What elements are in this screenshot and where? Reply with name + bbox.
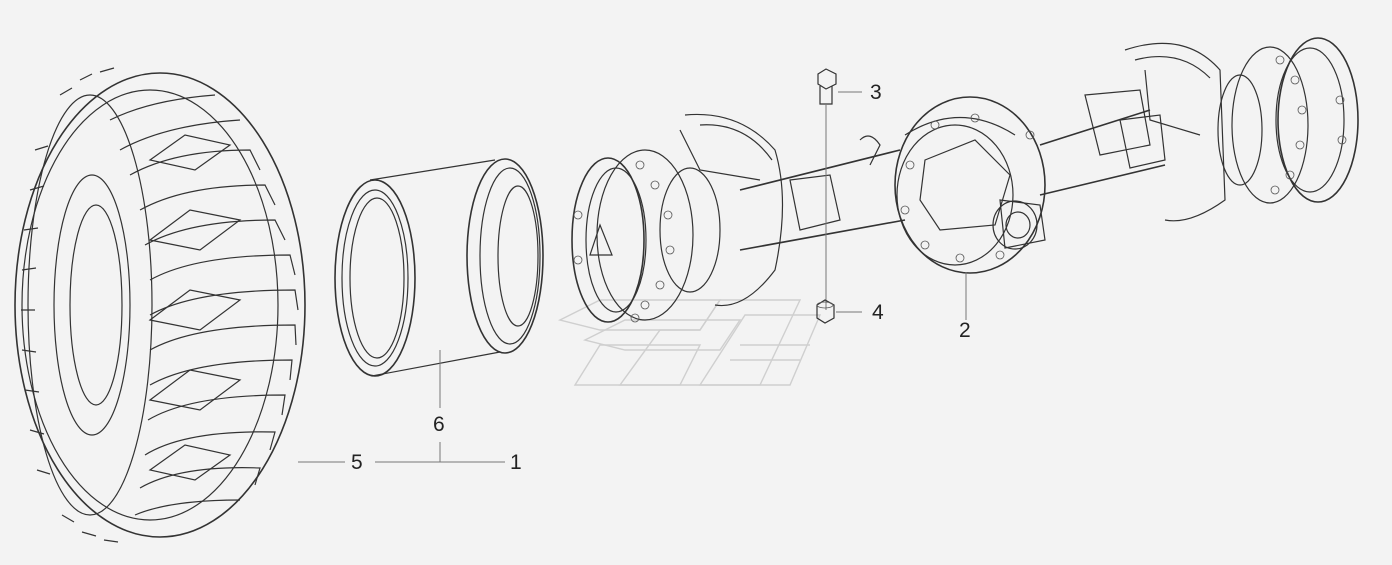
bolt-icon: [817, 68, 862, 310]
callout-3: 3: [870, 81, 882, 104]
tire-icon: [14, 67, 306, 543]
callout-2: 2: [959, 319, 971, 342]
nut-icon: [816, 299, 862, 324]
wheel-rim-icon: [334, 158, 544, 377]
drive-axle-icon: [571, 37, 1359, 323]
callout-1: 1: [510, 451, 522, 474]
leader-lines: [298, 350, 505, 463]
callout-5: 5: [351, 451, 363, 474]
callout-4: 4: [872, 301, 884, 324]
callout-6: 6: [433, 413, 445, 436]
watermark-logo: [557, 299, 822, 386]
